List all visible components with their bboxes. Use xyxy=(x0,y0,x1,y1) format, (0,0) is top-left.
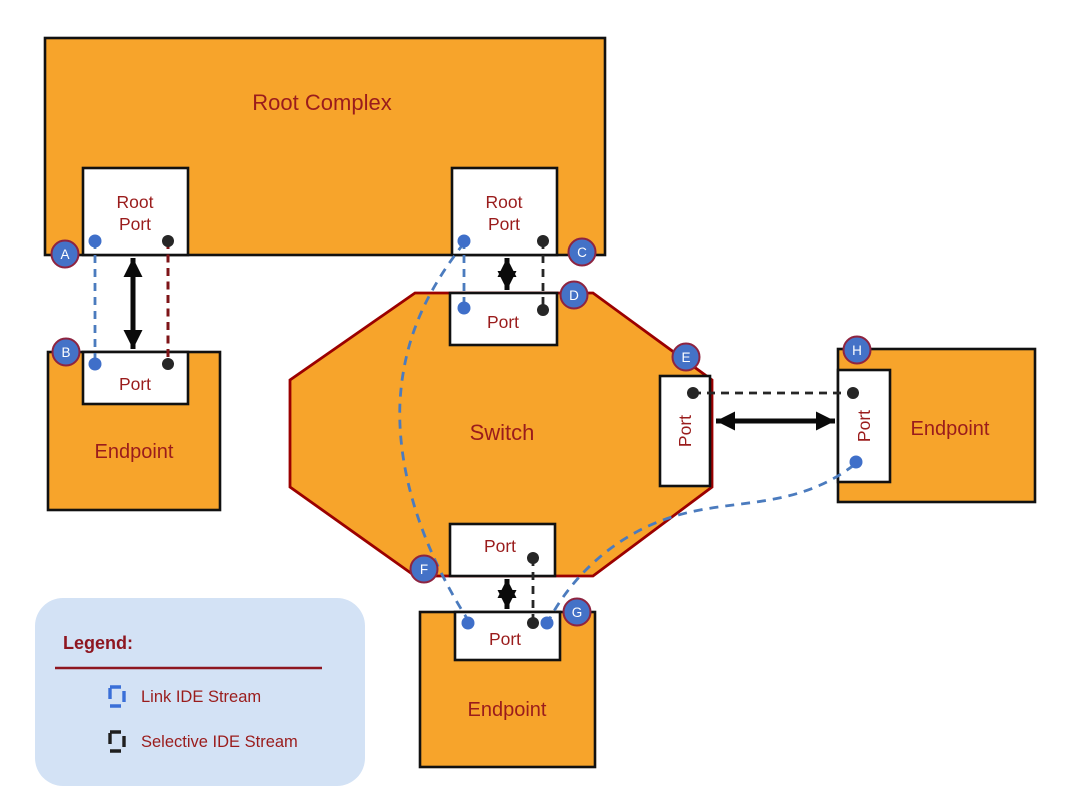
legend-title: Legend: xyxy=(63,633,133,653)
marker-e-circle xyxy=(671,342,701,372)
switch-top-port-box xyxy=(448,291,559,347)
link-ide-stream-icon xyxy=(108,685,126,708)
marker-d-circle xyxy=(559,280,589,310)
selective-ide-dots-black xyxy=(162,235,859,629)
marker-b-circle xyxy=(51,337,81,367)
black-dot xyxy=(847,387,859,399)
switch-right-port-label: Port xyxy=(675,415,695,447)
marker-c-circle xyxy=(567,237,597,267)
switch-bottom-port-box xyxy=(448,522,557,578)
switch-right-port-box xyxy=(658,374,712,488)
legend-background xyxy=(35,598,365,786)
blue-dot xyxy=(849,455,863,469)
selective-ide-stream-icon xyxy=(108,730,126,753)
switch-bottom-port-label: Port xyxy=(484,536,516,556)
endpoint-right-port-label: Port xyxy=(854,410,874,442)
endpoint-left-label: Endpoint xyxy=(95,441,174,463)
black-dot xyxy=(162,358,174,370)
switch-top-port-label: Port xyxy=(487,312,519,332)
link-ide-dots-blue xyxy=(88,234,863,630)
marker-g-circle xyxy=(562,597,592,627)
black-dot xyxy=(687,387,699,399)
marker-h-circle xyxy=(842,335,872,365)
marker-h-label: H xyxy=(852,343,862,358)
switch-shape xyxy=(288,291,714,578)
marker-f-label: F xyxy=(420,562,428,577)
marker-a-label: A xyxy=(60,247,69,262)
legend-item-selective-ide-label: Selective IDE Stream xyxy=(141,733,298,751)
blue-dot xyxy=(461,616,475,630)
blue-dot xyxy=(540,616,554,630)
root-port-right-label-line1: Root xyxy=(486,192,523,212)
endpoint-left-port-label: Port xyxy=(119,374,151,394)
marker-e-label: E xyxy=(681,350,690,365)
endpoint-right-port-box xyxy=(836,368,892,484)
marker-b-label: B xyxy=(61,345,70,360)
endpoint-bottom-port-label: Port xyxy=(489,629,521,649)
black-dot xyxy=(537,235,549,247)
marker-g-label: G xyxy=(572,605,583,620)
root-port-right-label-line2: Port xyxy=(488,214,520,234)
legend-item-link-ide-label: Link IDE Stream xyxy=(141,688,261,706)
blue-dot xyxy=(88,234,102,248)
link-ide-stream-h-to-g-curve xyxy=(547,463,855,621)
black-dot xyxy=(162,235,174,247)
blue-dot xyxy=(88,357,102,371)
endpoint-right-label: Endpoint xyxy=(911,418,990,440)
link-ide-stream-c-to-g-curve xyxy=(398,242,470,621)
switch-label: Switch xyxy=(470,420,535,445)
marker-c-label: C xyxy=(577,245,587,260)
black-dot xyxy=(537,304,549,316)
blue-dot xyxy=(457,301,471,315)
legend-panel: Legend: Link IDE Stream Selective IDE St… xyxy=(35,598,365,786)
root-complex-label: Root Complex xyxy=(252,90,391,115)
black-dot xyxy=(527,617,539,629)
black-dot xyxy=(527,552,539,564)
blue-dot xyxy=(457,234,471,248)
marker-d-label: D xyxy=(569,288,579,303)
root-port-left-label-line2: Port xyxy=(119,214,151,234)
marker-a-circle xyxy=(50,239,80,269)
marker-f-circle xyxy=(409,554,439,584)
root-port-left-label-line1: Root xyxy=(117,192,154,212)
endpoint-bottom-label: Endpoint xyxy=(468,699,547,721)
